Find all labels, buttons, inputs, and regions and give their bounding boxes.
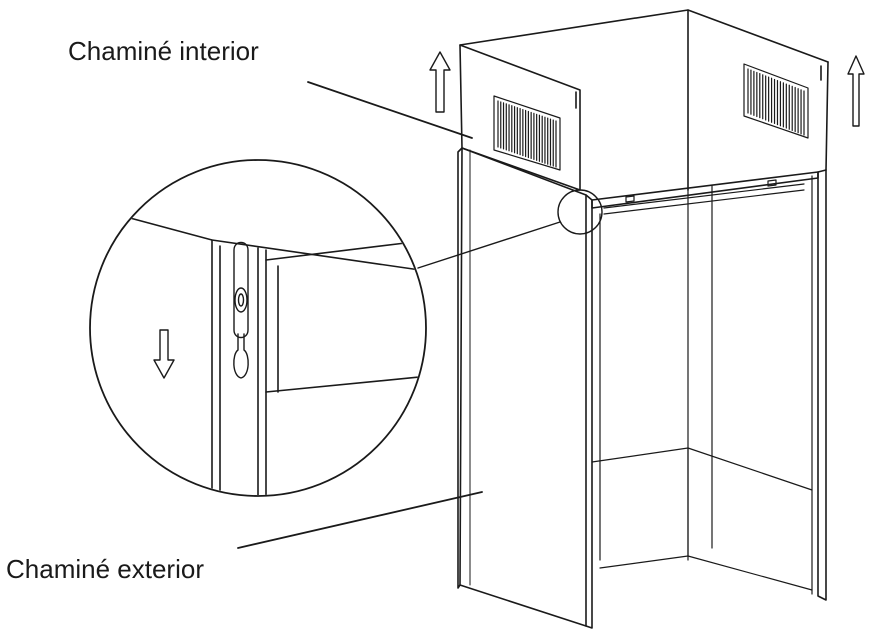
outer-right-panel: [817, 169, 827, 601]
base-shelf: [591, 447, 813, 591]
top-rail: [591, 171, 819, 209]
vent-grille-right: [743, 63, 809, 139]
label-chimney-exterior: Chaminé exterior: [6, 554, 204, 584]
outer-chimney: [457, 147, 827, 629]
arrow-up-icon: [429, 51, 451, 113]
leader-line-exterior: [237, 491, 483, 549]
label-chimney-interior: Chaminé interior: [68, 36, 259, 66]
keyhole-slot-icon: [233, 241, 249, 379]
arrow-down-icon: [153, 329, 175, 379]
inner-tab: [575, 65, 822, 109]
inner-right-panel: [825, 61, 829, 171]
detail-magnifier-icon: [557, 189, 603, 235]
vent-grille-left: [493, 95, 561, 171]
arrow-up-icon-right: [847, 55, 865, 127]
inner-top-edge: [459, 9, 829, 63]
vent-grille-icon: [493, 63, 809, 171]
inner-chimney: [459, 9, 829, 191]
detail-view: [89, 159, 427, 497]
outer-left-panel: [459, 147, 587, 627]
detail-connector: [417, 221, 561, 269]
leader-line-interior: [307, 81, 473, 139]
